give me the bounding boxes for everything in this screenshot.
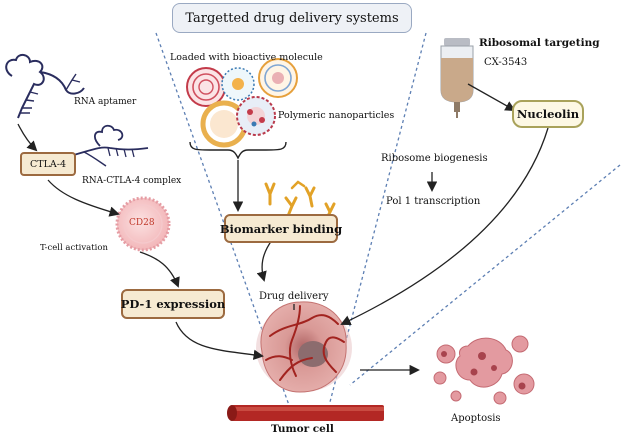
tumor-cell-label: Tumor cell (271, 423, 334, 435)
blood-vessel-icon (227, 405, 384, 421)
drug-delivery-label: Drug delivery (259, 291, 329, 302)
rna-ctla4-complex-label: RNA-CTLA-4 complex (82, 176, 182, 186)
rna-aptamer-label: RNA aptamer (74, 97, 137, 107)
ribosome-biogenesis-label: Ribosome biogenesis (381, 153, 488, 164)
ribosomal-targeting-label: Ribosomal targeting (479, 37, 600, 49)
cd28-label: CD28 (129, 218, 155, 228)
nucleolin-box: Nucleolin (512, 100, 584, 128)
apoptosis-icon (433, 335, 535, 405)
arrow-ctla4-to-tcell (47, 179, 120, 217)
ctla4-box: CTLA-4 (20, 152, 76, 176)
arrow-aptamer-to-ctla4 (17, 123, 38, 152)
rna-ctla4-complex-icon (69, 124, 149, 167)
t-cell-activation-label: T-cell activation (40, 243, 108, 253)
diagram-title: Targetted drug delivery systems (172, 3, 412, 33)
cx3543-label: CX-3543 (484, 57, 528, 68)
polymeric-nanoparticles-label: Polymeric nanoparticles (278, 110, 395, 121)
t-cell-icon (115, 196, 171, 252)
loaded-bioactive-label: Loaded with bioactive molecule (170, 52, 323, 63)
apoptosis-label: Apoptosis (451, 413, 501, 424)
antibody-icons (264, 180, 336, 222)
arrow-drug-to-nucleolin (467, 83, 516, 111)
nanoparticle-bracket (189, 141, 287, 160)
arrow-biomarker-to-delivery (256, 239, 273, 282)
divider-right (349, 164, 621, 386)
arrow-tcell-to-pd1 (139, 251, 180, 288)
tumor-cell-icon (256, 301, 352, 393)
arrow-nucleolin-to-tumor (340, 127, 549, 326)
nanoparticles-icon (186, 58, 298, 148)
arrow-pd1-to-tumor (175, 321, 264, 360)
pd1-expression-box: PD-1 expression (121, 289, 225, 319)
flow-arrows (17, 83, 549, 376)
pol1-transcription-label: Pol 1 transcription (386, 196, 481, 207)
biomarker-binding-box: Biomarker binding (220, 214, 342, 243)
rna-aptamer-icon (5, 54, 85, 119)
iv-drip-bag-icon (440, 38, 474, 118)
